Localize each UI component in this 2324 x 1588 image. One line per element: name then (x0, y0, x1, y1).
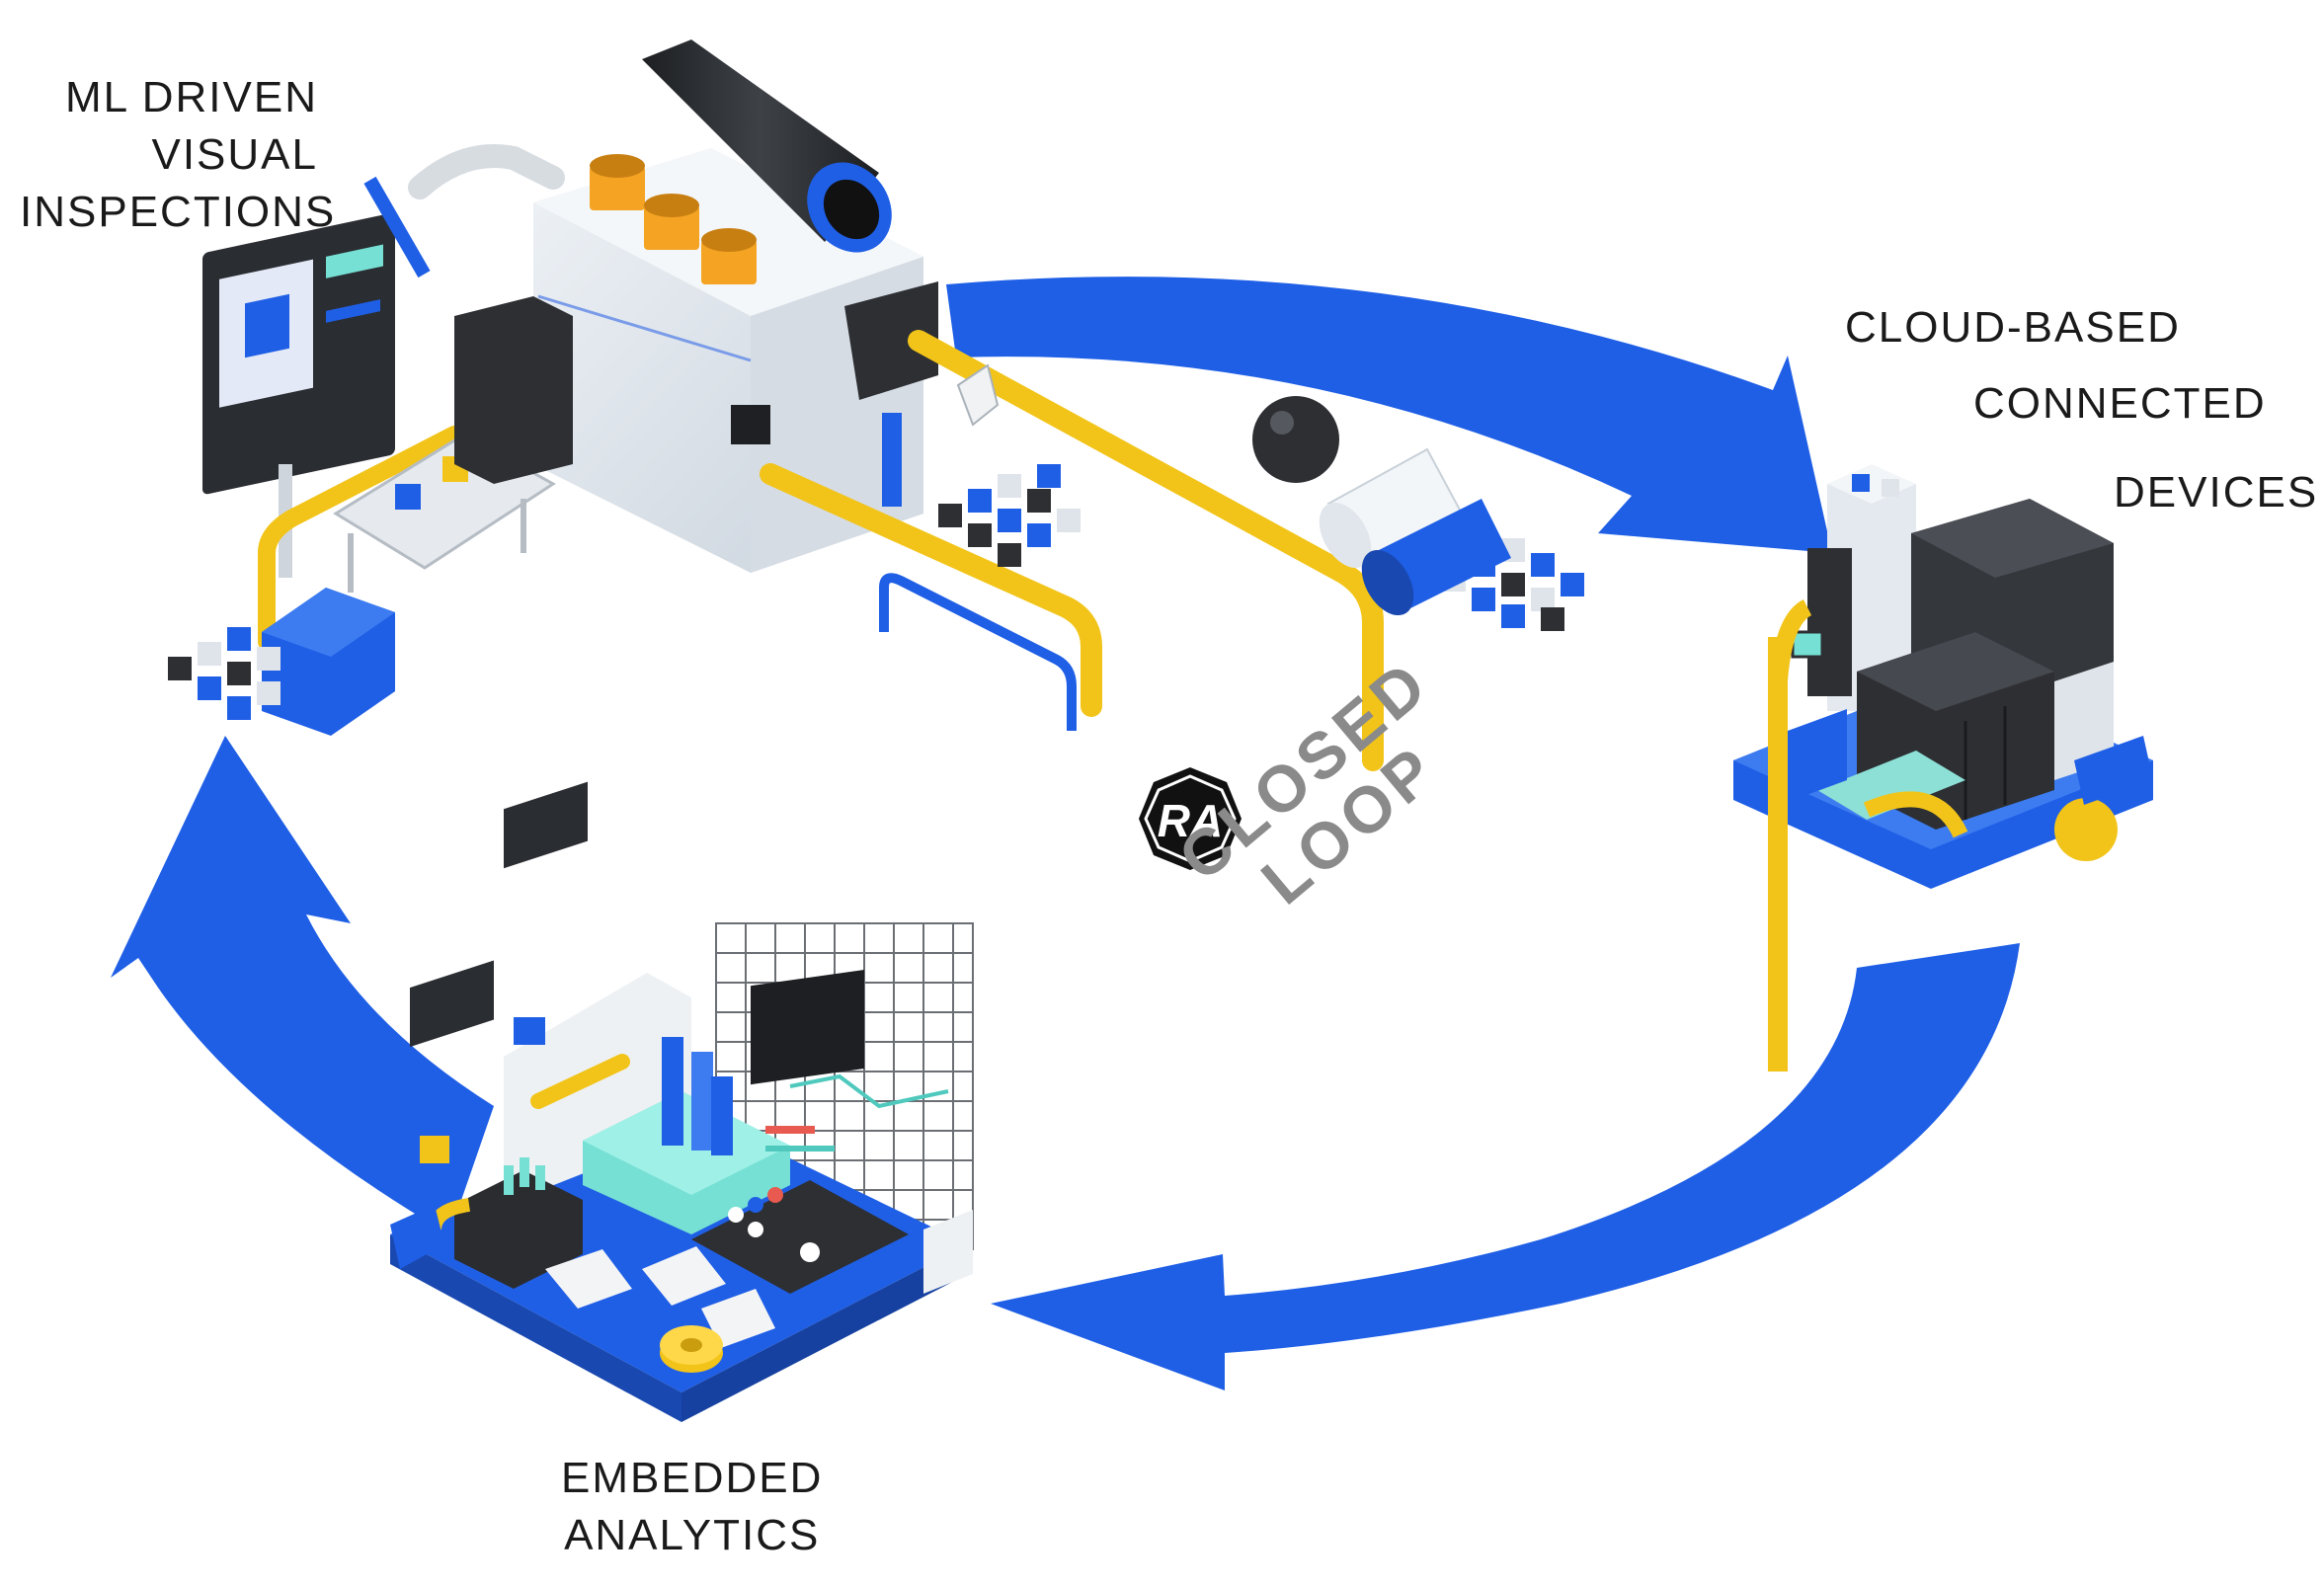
arrow-bottom-right (991, 943, 2020, 1390)
arrow-top-right (946, 277, 1832, 553)
label-ml-line-2: VISUAL (151, 130, 318, 179)
label-cloud-line-3: DEVICES (2114, 468, 2319, 516)
label-embedded-line-2: ANALYTICS (564, 1511, 821, 1559)
label-embedded-analytics: EMBEDDED ANALYTICS (561, 1450, 823, 1564)
ra-logo-text: RA (1158, 795, 1223, 846)
sphere-and-cylinders (1252, 396, 1511, 616)
label-embedded-line-1: EMBEDDED (561, 1454, 824, 1502)
cube-cluster-left (168, 627, 280, 720)
ml-inspection-machine-illustration (202, 40, 1384, 771)
cube-cluster-center-left (938, 464, 1081, 567)
label-ml-line-1: ML DRIVEN (65, 73, 318, 121)
ra-logo: RA (1139, 767, 1242, 870)
cloud-devices-illustration (1733, 464, 2153, 1072)
label-ml-line-3: INSPECTIONS (20, 188, 337, 236)
label-cloud-line-2: CONNECTED (1973, 379, 2267, 428)
arrow-left (111, 736, 494, 1234)
embedded-analytics-illustration (390, 781, 974, 1422)
label-ml-visual-inspections: ML DRIVEN VISUAL INSPECTIONS (20, 69, 337, 241)
label-cloud-line-1: CLOUD-BASED (1845, 303, 2181, 352)
